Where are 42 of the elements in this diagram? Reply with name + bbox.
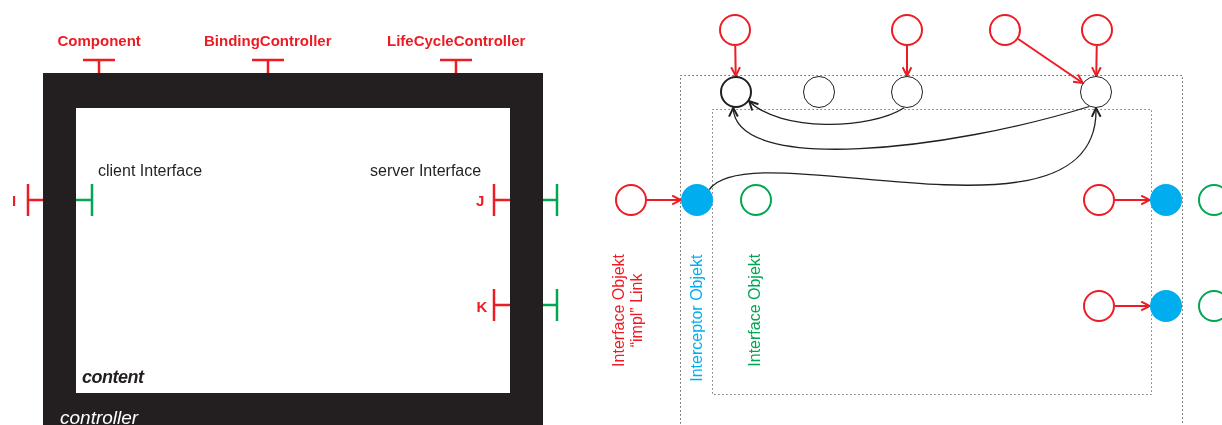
circle-node xyxy=(1080,76,1112,108)
circle-node xyxy=(1081,14,1113,46)
interface-letter: K xyxy=(476,297,488,315)
circle-node xyxy=(740,184,772,216)
circle-node xyxy=(681,184,713,216)
arrow xyxy=(748,100,905,126)
arrow xyxy=(708,107,1100,191)
arrow xyxy=(901,45,913,77)
vertical-caption: Interceptor Objekt xyxy=(687,254,706,382)
circle-node xyxy=(1198,290,1222,322)
interface-name: BindingController xyxy=(204,31,332,49)
arrow xyxy=(1114,300,1151,312)
interface-label: client Interface xyxy=(98,162,203,181)
arrow xyxy=(646,194,682,206)
circle-node xyxy=(615,184,647,216)
arrow xyxy=(730,105,1090,150)
arrow xyxy=(1017,38,1084,84)
circle-node xyxy=(989,14,1021,46)
frame-label: controller xyxy=(60,407,139,425)
circle-node xyxy=(1150,184,1182,216)
circle-node xyxy=(891,14,923,46)
interface-letter: J xyxy=(476,191,485,209)
circle-node xyxy=(1083,184,1115,216)
vertical-caption: Interface Objekt xyxy=(745,253,764,367)
content-area xyxy=(76,108,510,393)
arrow xyxy=(1114,194,1151,206)
circle-node xyxy=(1083,290,1115,322)
circle-node xyxy=(891,76,923,108)
circle-node xyxy=(803,76,835,108)
interface-letter: I xyxy=(12,191,17,209)
circle-node xyxy=(719,14,751,46)
circle-node xyxy=(720,76,752,108)
arrow xyxy=(730,45,741,77)
interface-name: Component xyxy=(57,31,141,49)
content-label: content xyxy=(82,367,144,388)
controller-frame xyxy=(43,73,543,425)
circle-node xyxy=(1198,184,1222,216)
interface-name: LifeCycleController xyxy=(387,31,526,49)
circle-node xyxy=(1150,290,1182,322)
arrow xyxy=(1091,45,1102,77)
interface-label: server Interface xyxy=(370,162,482,181)
vertical-caption: Interface Objekt “impl” Link xyxy=(609,252,646,369)
